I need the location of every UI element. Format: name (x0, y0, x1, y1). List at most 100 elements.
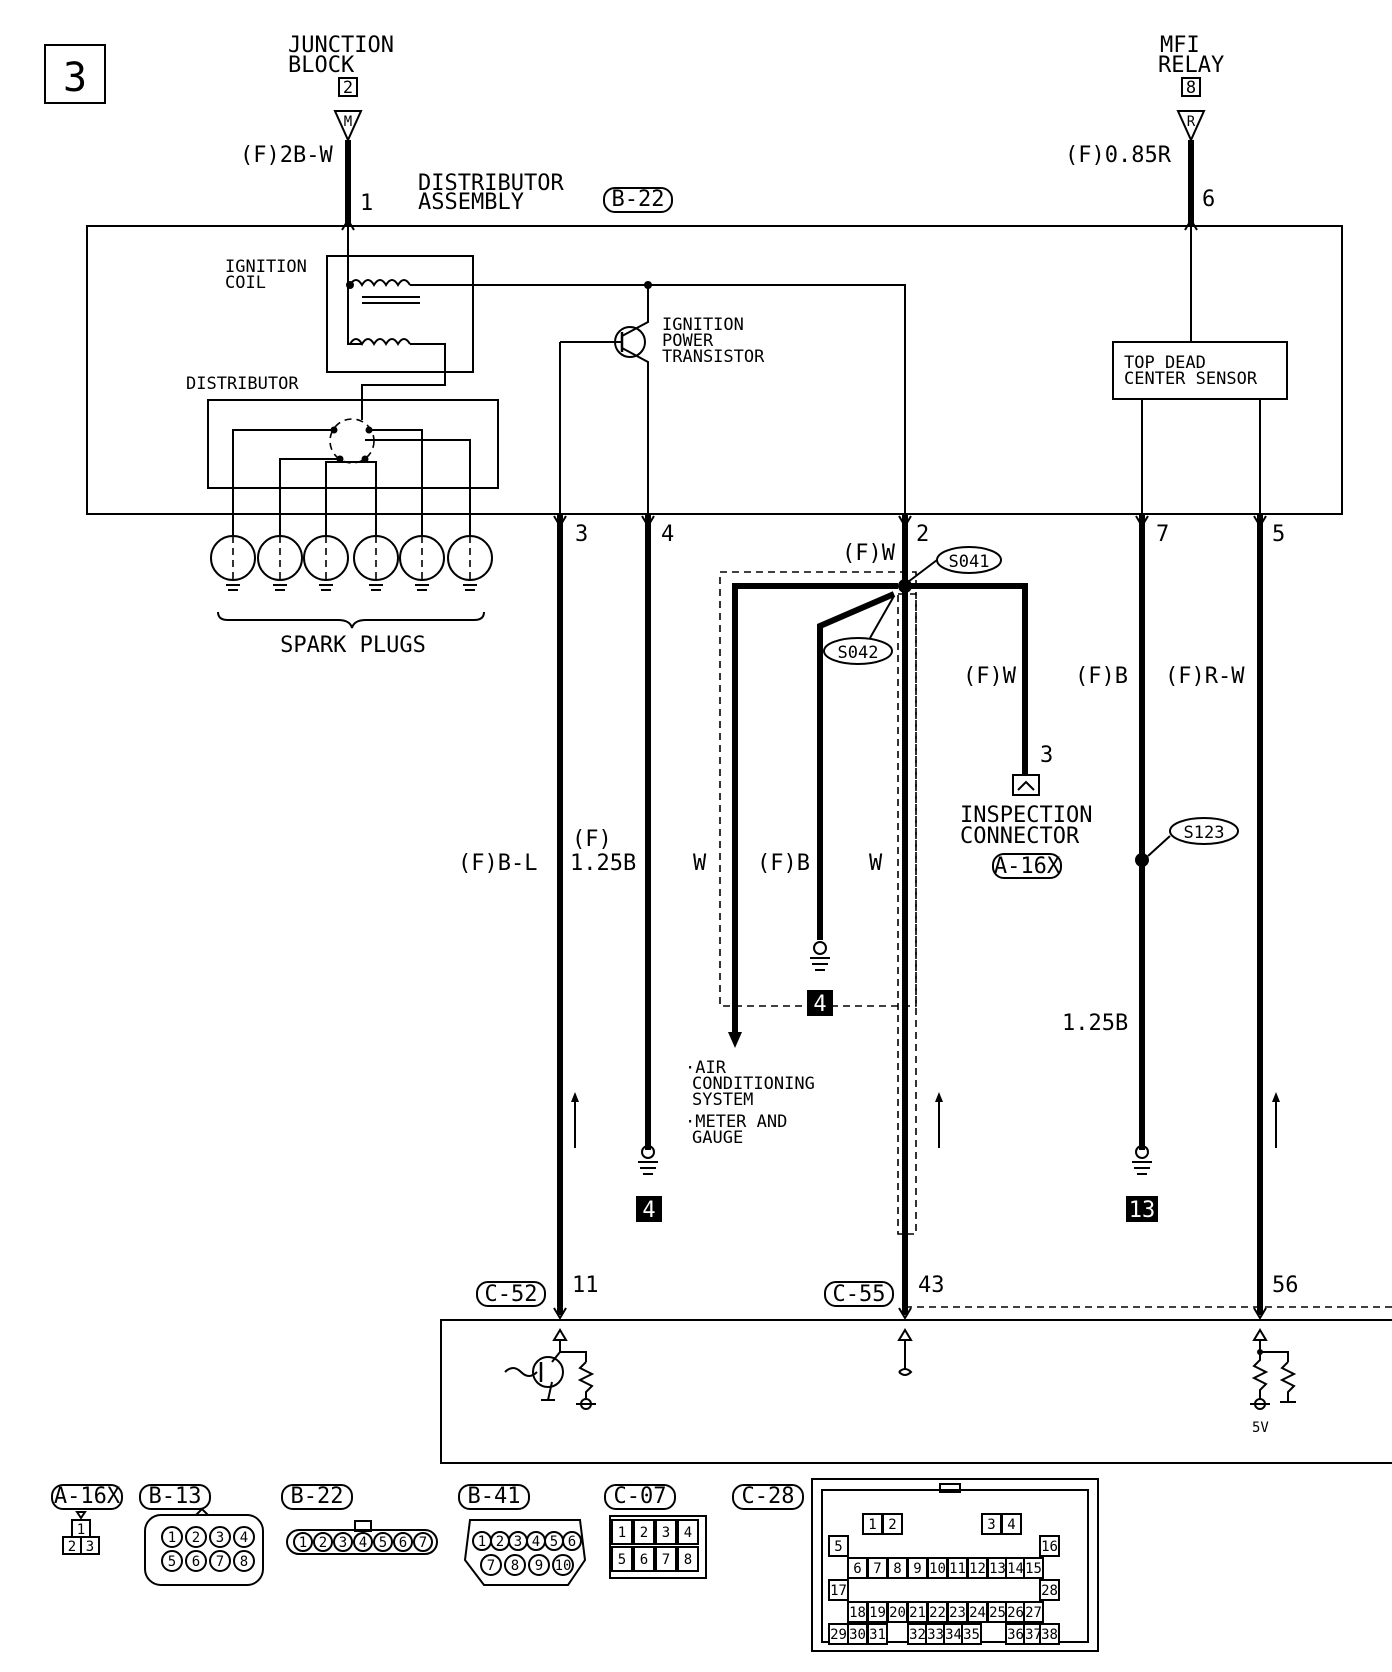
c28-pin-35: 35 (963, 1627, 980, 1643)
b41-pin-10-shape (552, 1554, 574, 1576)
connector-b22-tag: B-22 (612, 187, 665, 212)
c07-pin-3-shape (655, 1519, 677, 1545)
c28-pin-1: 1 (868, 1517, 876, 1533)
b13-pin-1-shape (161, 1526, 183, 1548)
ground-4b: 4 (813, 992, 826, 1017)
splice-s123: S123 (1147, 817, 1239, 857)
b13-pin-7-shape (209, 1550, 231, 1572)
b22-pin-5: 5 (379, 1535, 387, 1551)
b13-pin-5-shape (161, 1550, 183, 1572)
c28-pin-17: 17 (830, 1583, 847, 1599)
c28-pin-25: 25 (989, 1605, 1006, 1621)
c28-pin-22: 22 (929, 1605, 946, 1621)
pin-6: 6 (1202, 187, 1215, 212)
c28-pin-3: 3 (987, 1517, 995, 1533)
wire-pin2: (F)W (F)W W (F)B W (693, 514, 1028, 1315)
c28-pin-16: 16 (1041, 1539, 1058, 1555)
c28-pin-28-shape (1039, 1579, 1060, 1601)
wire-pin5: (F)R-W (1165, 514, 1280, 1315)
spark-plugs-bracket (217, 611, 485, 629)
wire-pin7: (F)B 1.25B 13 (1062, 514, 1158, 1223)
b41-pin-8-shape (504, 1554, 526, 1576)
c28-pin-16-shape (1039, 1535, 1060, 1557)
b13-pin-5: 5 (168, 1554, 176, 1570)
c28-pin-18: 18 (849, 1605, 866, 1621)
splice-s042: S042 (823, 595, 895, 665)
b41-pin-10: 10 (555, 1558, 572, 1574)
c07-pin-8-shape (677, 1546, 699, 1572)
connector-a16x-tag: A-16X (994, 854, 1061, 879)
c28-pin-9: 9 (913, 1561, 921, 1577)
c28-pin-6: 6 (853, 1561, 861, 1577)
b13-pin-6: 6 (192, 1554, 200, 1570)
tdc-label2: CENTER SENSOR (1124, 369, 1258, 389)
transistor-label1: IGNITION (662, 315, 744, 335)
c28-pin-31-shape (867, 1623, 888, 1645)
pin-2: 2 (916, 522, 929, 547)
c07-pin-6: 6 (640, 1552, 648, 1568)
note-gauge: GAUGE (692, 1128, 743, 1148)
b22-pin-7-shape (413, 1532, 433, 1552)
routing-notes: ·AIR CONDITIONING SYSTEM ·METER AND GAUG… (685, 1058, 815, 1148)
c28-pin-2: 2 (888, 1517, 896, 1533)
note-conditioning: CONDITIONING (692, 1074, 815, 1094)
pin-3: 3 (575, 522, 588, 547)
mfi-relay-subtitle: RELAY (1158, 53, 1224, 78)
c07-pin-4: 4 (684, 1525, 692, 1541)
c28-pin-37: 37 (1025, 1627, 1042, 1643)
a16x-cell-3: 3 (86, 1539, 94, 1555)
b13-pin-2-shape (185, 1526, 207, 1548)
b13-pin-1: 1 (168, 1530, 176, 1546)
c07-pin-8: 8 (684, 1552, 692, 1568)
distributor: DISTRIBUTOR (186, 374, 499, 535)
c07-pin-5: 5 (618, 1552, 626, 1568)
b22-pin-3: 3 (339, 1535, 347, 1551)
inspection-label2: CONNECTOR (960, 824, 1080, 849)
wire-label-w-right: W (869, 851, 883, 876)
junction-block-subtitle: BLOCK (288, 53, 355, 78)
ecu-box: 5V (440, 1306, 1392, 1464)
b41-pin-3: 3 (514, 1534, 522, 1550)
b41-pin-5: 5 (550, 1534, 558, 1550)
b22-pin-2-shape (313, 1532, 333, 1552)
inspection-label1: INSPECTION (960, 803, 1092, 828)
b41-label: B-41 (468, 1484, 521, 1509)
spark-plug-2 (257, 535, 303, 591)
junction-block-title: JUNCTION (288, 33, 394, 58)
wire-label-2bw: (F)2B-W (240, 143, 333, 168)
b13-pin-2: 2 (192, 1530, 200, 1546)
c07-pin-4-shape (677, 1519, 699, 1545)
b41-pin-4: 4 (532, 1534, 540, 1550)
inspection-connector: 3 INSPECTION CONNECTOR A-16X (960, 743, 1092, 879)
b13-pin-3-shape (209, 1526, 231, 1548)
b13-pin-8: 8 (240, 1554, 248, 1570)
c28-pin-38: 38 (1041, 1627, 1058, 1643)
c07-pin-3: 3 (662, 1525, 670, 1541)
wire-label-fb-mid: (F)B (757, 851, 810, 876)
b22-pin-2: 2 (319, 1535, 327, 1551)
b41-pin-9-shape (528, 1554, 550, 1576)
c28-pin-19: 19 (869, 1605, 886, 1621)
pin-11: 11 (572, 1273, 599, 1298)
pin-56: 56 (1272, 1273, 1299, 1298)
c07-pin-1: 1 (618, 1525, 626, 1541)
c28-pin-23: 23 (949, 1605, 966, 1621)
c28-pin-33: 33 (927, 1627, 944, 1643)
b41-pin-7-shape (480, 1554, 502, 1576)
c28-pin-7: 7 (873, 1561, 881, 1577)
wire-label-bl: (F)B-L (458, 851, 537, 876)
transistor-label3: TRANSISTOR (662, 347, 765, 367)
pin-7: 7 (1156, 522, 1169, 547)
c28-pin-36: 36 (1007, 1627, 1024, 1643)
spark-plug-4 (353, 535, 399, 591)
mfi-relay: MFI RELAY 8 R (F)0.85R 6 (1065, 33, 1224, 226)
c28-pin-13: 13 (989, 1561, 1006, 1577)
dist-assembly-line2: ASSEMBLY (418, 190, 524, 215)
c28-pin-11: 11 (949, 1561, 966, 1577)
c28-pin-15-shape (1023, 1557, 1044, 1579)
